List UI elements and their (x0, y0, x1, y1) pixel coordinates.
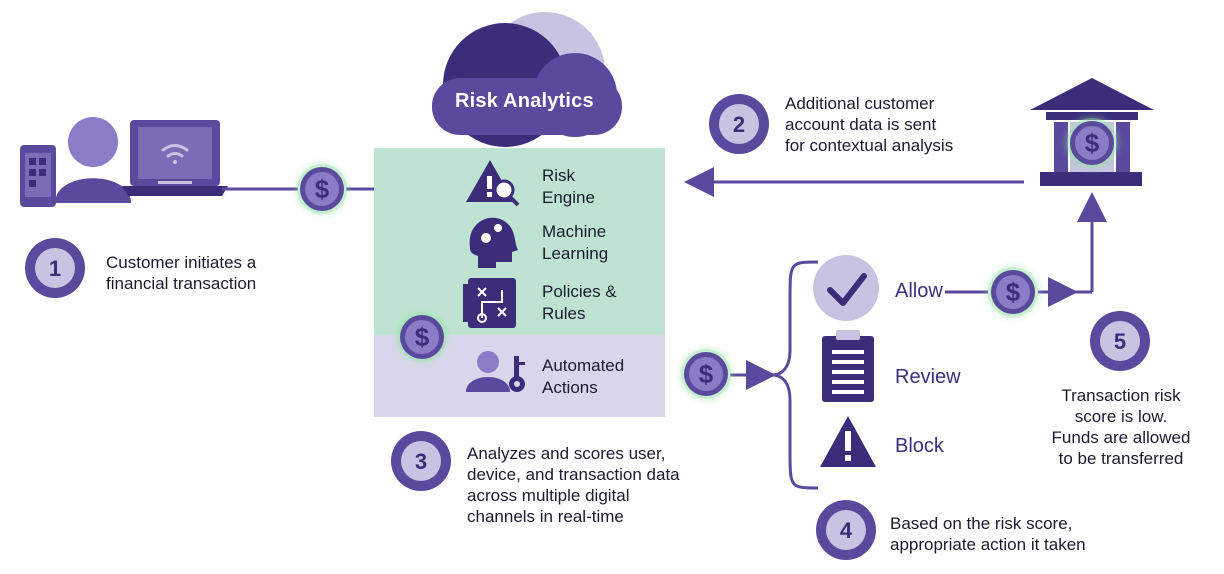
dollar-coin-icon: $ (681, 349, 731, 399)
step-1-text: Customer initiates a financial transacti… (106, 253, 257, 293)
dollar-symbol: $ (315, 174, 330, 204)
step-number: 2 (733, 112, 745, 137)
warning-triangle-icon (820, 416, 876, 467)
step-badge-1: 1 (25, 238, 85, 298)
customer-devices (20, 117, 228, 207)
step-number: 4 (840, 518, 853, 543)
step-badges: 1 2 3 4 5 (25, 94, 1150, 560)
step-badge-3: 3 (391, 431, 451, 491)
step-number: 5 (1114, 329, 1126, 354)
risk-analytics-cloud (432, 12, 622, 147)
wifi-icon (161, 144, 189, 164)
dollar-coin-icon: $ (988, 267, 1038, 317)
step-number: 1 (49, 256, 61, 281)
user-key-icon (466, 351, 525, 392)
step-badge-4: 4 (816, 500, 876, 560)
step-3-text: Analyzes and scores user, device, and tr… (467, 444, 680, 526)
machine-learning-label: Machine Learning (542, 222, 609, 263)
phone-icon (20, 145, 56, 207)
laptop-icon (122, 120, 228, 196)
step-5-text: Transaction risk score is low. Funds are… (1051, 386, 1191, 468)
risk-warning-icon (466, 160, 520, 207)
engine-panel (374, 148, 665, 335)
dollar-coins: $ $ $ $ $ (297, 118, 1117, 399)
step-badge-2: 2 (709, 94, 769, 154)
policy-flow-icon (463, 278, 516, 328)
step-4-text: Based on the risk score, appropriate act… (890, 514, 1086, 554)
dollar-symbol: $ (1006, 277, 1021, 307)
risk-engine-label: Risk Engine (542, 166, 595, 207)
dollar-symbol: $ (415, 322, 430, 352)
user-icon (55, 117, 131, 203)
block-label: Block (895, 435, 944, 457)
checkmark-icon (813, 255, 879, 321)
step-number: 3 (415, 449, 427, 474)
clipboard-icon (822, 330, 874, 402)
automated-actions-label: Automated Actions (542, 356, 625, 397)
dollar-symbol: $ (1085, 128, 1100, 158)
step-badge-5: 5 (1090, 311, 1150, 371)
risk-analytics-title: Risk Analytics (455, 90, 594, 112)
dollar-coin-icon: $ (1067, 118, 1117, 168)
dollar-coin-icon: $ (397, 312, 447, 362)
machine-learning-head-icon (469, 217, 518, 268)
step-2-text: Additional customer account data is sent… (785, 94, 954, 155)
allow-label: Allow (895, 280, 943, 302)
review-label: Review (895, 366, 961, 388)
dollar-coin-icon: $ (297, 164, 347, 214)
policies-rules-label: Policies & Rules (542, 282, 617, 323)
dollar-symbol: $ (699, 359, 714, 389)
